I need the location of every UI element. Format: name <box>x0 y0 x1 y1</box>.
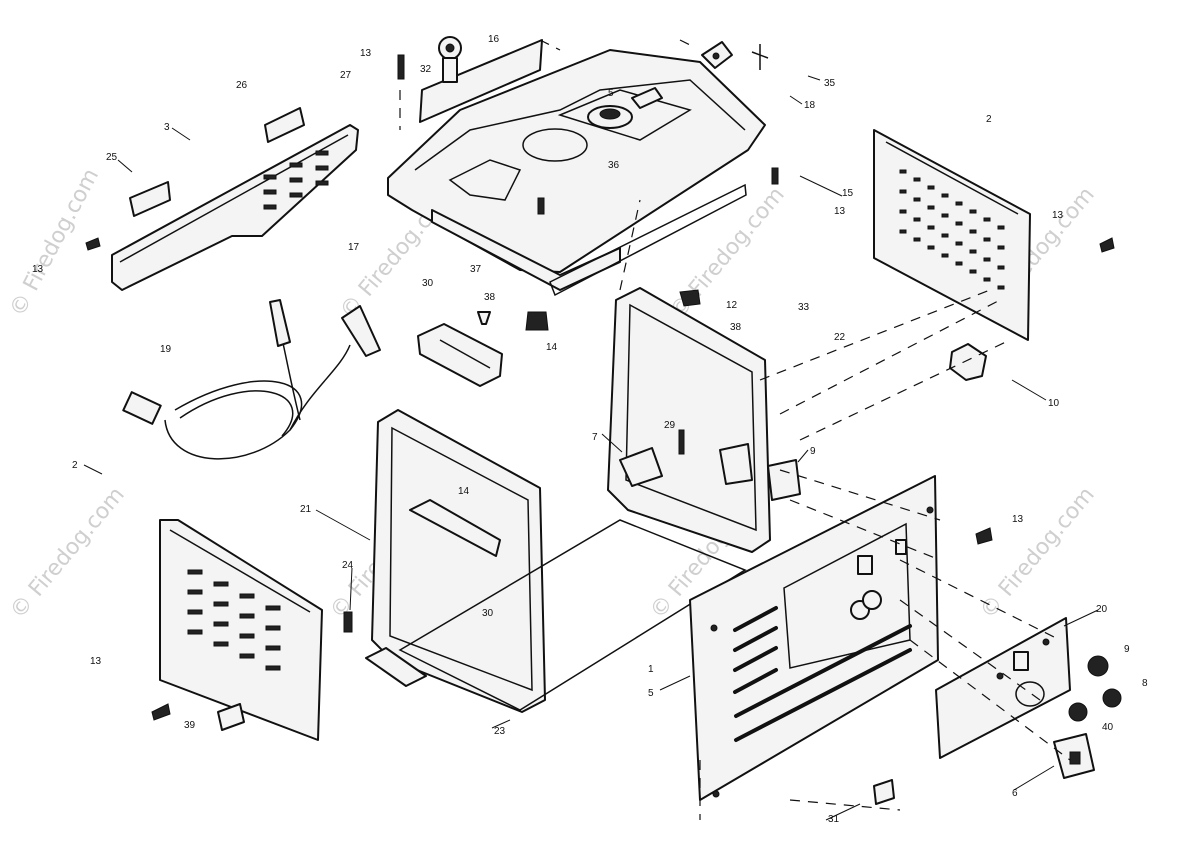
label-40: 40 <box>1102 722 1114 733</box>
screw-tank-mid <box>537 197 545 215</box>
part-24-fastener <box>343 611 353 633</box>
label-2-right: 2 <box>986 114 992 125</box>
label-13-lower-left: 13 <box>90 656 102 667</box>
label-14-bushing: 14 <box>546 342 558 353</box>
label-38-frame: 38 <box>730 322 742 333</box>
label-37: 37 <box>470 264 482 275</box>
label-13-top: 13 <box>360 48 372 59</box>
label-19: 19 <box>160 344 172 355</box>
label-6: 6 <box>1012 788 1018 799</box>
label-17: 17 <box>348 242 360 253</box>
part-40-fuse <box>1068 702 1088 722</box>
label-5-tank: 5 <box>608 88 614 99</box>
part-36-fuel-tank <box>387 49 766 297</box>
watermark-lower-right: © Firedog.com <box>975 482 1099 623</box>
label-13-panel: 13 <box>1012 514 1024 525</box>
label-5-panel: 5 <box>648 688 654 699</box>
screw-13-left <box>85 237 101 251</box>
part-14-bushing <box>525 311 549 331</box>
label-8: 8 <box>1142 678 1148 689</box>
label-23: 23 <box>494 726 506 737</box>
assembly-dashed-lines <box>399 39 1071 820</box>
label-36: 36 <box>608 160 620 171</box>
label-27: 27 <box>340 70 352 81</box>
label-18: 18 <box>804 100 816 111</box>
part-25-label-plate <box>129 181 171 217</box>
part-20-cover-plate <box>935 617 1071 759</box>
label-10: 10 <box>1048 398 1060 409</box>
label-2-left: 2 <box>72 460 78 471</box>
label-39: 39 <box>184 720 196 731</box>
part-12-clamp <box>679 289 701 307</box>
label-13-tank: 13 <box>834 206 846 217</box>
label-24: 24 <box>342 560 354 571</box>
label-9-frame: 9 <box>810 446 816 457</box>
part-2-left-louver-panel <box>159 519 323 741</box>
part-10-switch <box>949 343 987 381</box>
label-33: 33 <box>798 302 810 313</box>
part-2-right-louver-panel <box>873 129 1031 341</box>
label-29: 29 <box>664 420 676 431</box>
part-32-fuel-cap <box>438 36 462 83</box>
watermark-lower-left: © Firedog.com <box>5 482 129 623</box>
part-29-screw <box>678 429 685 455</box>
label-9-panel: 9 <box>1124 644 1130 655</box>
screw-15 <box>771 167 779 185</box>
part-16-tank-label <box>419 39 543 123</box>
part-5-front-panel <box>689 475 939 801</box>
part-26-label-plate <box>264 107 305 143</box>
part-number-labels: 1 2 2 3 5 5 6 7 8 9 9 10 12 13 13 13 13 … <box>32 34 1148 825</box>
label-30-top: 30 <box>422 278 434 289</box>
part-30-carry-handle <box>417 323 503 387</box>
part-38-grommet <box>477 311 491 325</box>
label-16: 16 <box>488 34 500 45</box>
label-3: 3 <box>164 122 170 133</box>
screw-13-right <box>1099 237 1115 253</box>
part-21-front-frame <box>371 409 546 713</box>
part-35-fitting <box>701 41 769 70</box>
label-7: 7 <box>592 432 598 443</box>
label-30-bottom: 30 <box>482 608 494 619</box>
part-22-rear-frame <box>607 287 801 553</box>
part-31-label <box>873 779 895 805</box>
label-12: 12 <box>726 300 738 311</box>
part-8-knob <box>1102 688 1122 708</box>
label-1: 1 <box>648 664 654 675</box>
label-21: 21 <box>300 504 312 515</box>
label-15: 15 <box>842 188 854 199</box>
label-20: 20 <box>1096 604 1108 615</box>
label-13-left: 13 <box>32 264 44 275</box>
part-19-charging-cable <box>122 299 381 460</box>
leader-lines <box>83 75 1099 821</box>
part-23-base-tray <box>365 519 747 711</box>
screw-13-lower-left <box>151 703 171 721</box>
label-32: 32 <box>420 64 432 75</box>
label-31: 31 <box>828 814 840 825</box>
label-13-right: 13 <box>1052 210 1064 221</box>
label-25: 25 <box>106 152 118 163</box>
part-6-receptacle <box>1053 733 1095 779</box>
label-22: 22 <box>834 332 846 343</box>
screw-13-front-panel <box>975 527 993 545</box>
label-35: 35 <box>824 78 836 89</box>
screw-13-top <box>397 54 405 80</box>
label-26: 26 <box>236 80 248 91</box>
part-39-label <box>217 703 245 731</box>
label-38-tank: 38 <box>484 292 496 303</box>
part-9-knob <box>1087 655 1109 677</box>
label-14-frame: 14 <box>458 486 470 497</box>
part-3-side-bracket <box>111 124 359 291</box>
